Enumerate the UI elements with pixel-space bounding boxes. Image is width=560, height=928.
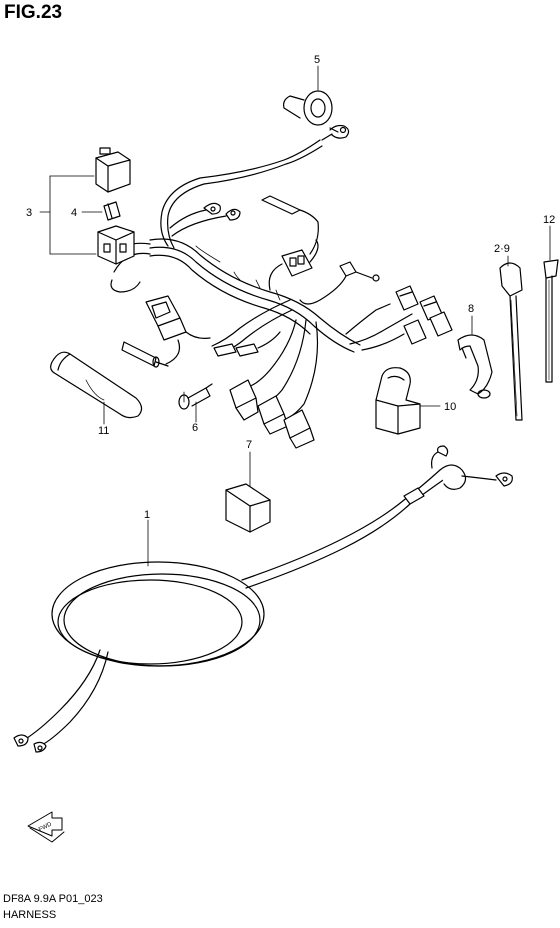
- engine-harness-connectors-lower: [229, 319, 319, 449]
- part-3-relay-socket: [97, 225, 135, 265]
- engine-harness-bundle: [109, 195, 380, 355]
- callout-5: 5: [314, 54, 320, 66]
- callout-12: 12: [543, 214, 555, 226]
- callout-3: 3: [26, 207, 32, 219]
- drawing-name: HARNESS: [3, 909, 57, 921]
- part-10-clamp: [375, 367, 441, 435]
- callout-10: 10: [444, 401, 456, 413]
- part-7-cover: [225, 451, 271, 533]
- callout-1: 1: [144, 509, 150, 521]
- part-5-ring-terminal: [160, 124, 350, 249]
- engine-harness-connectors-right: [345, 285, 453, 351]
- part-1-battery-harness: [13, 445, 513, 753]
- part-2-9-cable-tie: [499, 255, 523, 421]
- drawing-code: DF8A 9.9A P01_023: [3, 893, 103, 905]
- engine-harness-connectors-left: [121, 295, 281, 368]
- callout-2-9: 2·9: [494, 243, 510, 255]
- part-11-sleeve: [50, 351, 143, 425]
- callout-6: 6: [192, 422, 198, 434]
- part-3-relay: [95, 147, 131, 193]
- part-12-cable-tie: [543, 225, 559, 383]
- callout-7: 7: [246, 439, 252, 451]
- callout-11: 11: [98, 425, 109, 437]
- fwd-arrow-icon: FWD: [27, 811, 65, 843]
- part-3-bracket: [39, 175, 103, 255]
- part-4-fuse: [103, 201, 121, 221]
- callout-8: 8: [468, 303, 474, 315]
- part-8-clip: [457, 315, 493, 399]
- part-6-push-rivet: [178, 383, 213, 423]
- callout-4: 4: [71, 207, 77, 219]
- part-5-grommet: [283, 65, 339, 133]
- figure-title: FIG.23: [4, 2, 63, 23]
